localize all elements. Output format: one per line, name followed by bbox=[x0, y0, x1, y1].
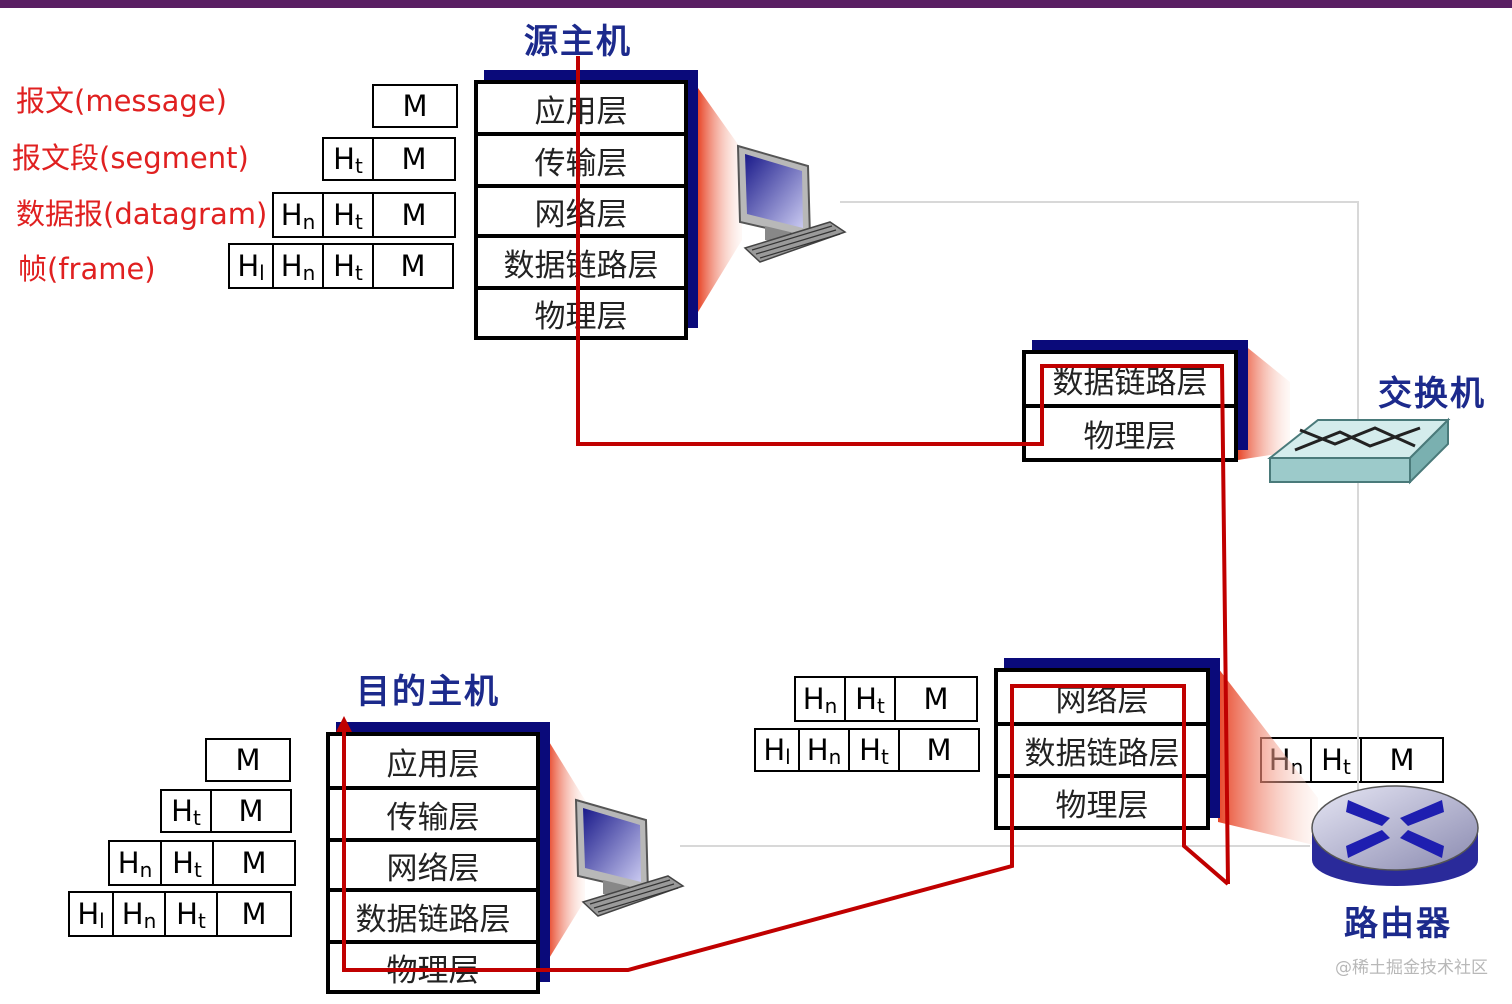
source-host-title: 源主机 bbox=[524, 22, 632, 62]
header-letter: H bbox=[77, 897, 100, 931]
message-cell: M bbox=[1389, 743, 1415, 777]
dest-message-box: M bbox=[205, 738, 291, 782]
dest-protocol-stack: 应用层 传输层 网络层 数据链路层 物理层 bbox=[326, 722, 550, 994]
switch-icon bbox=[1267, 417, 1451, 485]
header-subscript-t: t bbox=[354, 261, 363, 285]
header-subscript-n: n bbox=[302, 210, 316, 234]
header-letter: H bbox=[333, 142, 355, 176]
message-cell: M bbox=[401, 198, 427, 232]
watermark: @稀土掘金技术社区 bbox=[1335, 958, 1488, 978]
router-layer-physical: 物理层 bbox=[1055, 787, 1149, 824]
router-layer-network: 网络层 bbox=[998, 672, 1206, 726]
header-subscript-t: t bbox=[354, 210, 363, 234]
dest-layer-network: 网络层 bbox=[330, 842, 536, 892]
router-icon bbox=[1311, 785, 1479, 886]
router-protocol-stack: 网络层 数据链路层 物理层 bbox=[994, 658, 1220, 830]
header-subscript-t: t bbox=[354, 154, 363, 178]
source-computer-icon bbox=[736, 144, 847, 263]
header-letter: H bbox=[333, 249, 355, 283]
pdu-label-segment: 报文段(segment) bbox=[12, 141, 249, 175]
switch-protocol-stack: 数据链路层 物理层 bbox=[1022, 340, 1248, 462]
source-layer-physical: 物理层 bbox=[534, 298, 628, 335]
header-letter: H bbox=[333, 198, 355, 232]
message-cell: M bbox=[401, 142, 427, 176]
header-subscript-t: t bbox=[197, 909, 206, 933]
header-subscript-l: l bbox=[99, 909, 105, 933]
header-subscript-n: n bbox=[139, 858, 153, 882]
message-cell: M bbox=[235, 743, 261, 777]
switch-layer-physical: 物理层 bbox=[1083, 418, 1177, 455]
source-protocol-stack: 应用层 传输层 网络层 数据链路层 物理层 bbox=[474, 70, 698, 340]
pdu-message-box: M bbox=[372, 84, 458, 128]
header-subscript-l: l bbox=[259, 261, 265, 285]
source-layer-network: 网络层 bbox=[478, 188, 684, 238]
message-cell: M bbox=[238, 794, 264, 828]
router-title: 路由器 bbox=[1344, 904, 1452, 944]
source-layer-transport: 传输层 bbox=[478, 136, 684, 188]
header-subscript-t: t bbox=[192, 806, 201, 830]
source-layer-datalink: 数据链路层 bbox=[478, 238, 684, 290]
source-beam bbox=[698, 88, 742, 312]
message-cell: M bbox=[402, 89, 428, 123]
message-cell: M bbox=[241, 846, 267, 880]
header-letter: H bbox=[171, 794, 193, 828]
header-letter: H bbox=[176, 897, 198, 931]
header-subscript-n: n bbox=[143, 909, 157, 933]
header-subscript-t: t bbox=[193, 858, 202, 882]
source-layer-application: 应用层 bbox=[478, 84, 684, 136]
message-cell: M bbox=[400, 249, 426, 283]
pdu-label-frame: 帧(frame) bbox=[18, 252, 156, 286]
header-letter: H bbox=[280, 198, 303, 232]
switch-beam bbox=[1238, 340, 1290, 460]
pdu-label-message: 报文(message) bbox=[16, 84, 227, 118]
pdu-label-datagram: 数据报(datagram) bbox=[16, 197, 268, 231]
dest-layer-datalink: 数据链路层 bbox=[330, 892, 536, 944]
router-beam bbox=[1218, 668, 1318, 846]
dest-layer-application: 应用层 bbox=[330, 736, 536, 790]
dest-layer-physical: 物理层 bbox=[386, 952, 480, 989]
header-letter: H bbox=[172, 846, 194, 880]
message-cell: M bbox=[241, 897, 267, 931]
dest-host-title: 目的主机 bbox=[356, 672, 500, 712]
header-letter: H bbox=[280, 249, 303, 283]
switch-title: 交换机 bbox=[1378, 374, 1486, 414]
router-layer-datalink: 数据链路层 bbox=[998, 726, 1206, 778]
switch-layer-datalink: 数据链路层 bbox=[1026, 354, 1234, 408]
header-letter: H bbox=[237, 249, 260, 283]
dest-computer-icon bbox=[574, 798, 685, 917]
header-subscript-n: n bbox=[302, 261, 316, 285]
dest-layer-transport: 传输层 bbox=[330, 790, 536, 842]
header-letter: H bbox=[1321, 743, 1343, 777]
top-accent-bar bbox=[0, 0, 1512, 8]
header-subscript-t: t bbox=[1342, 755, 1351, 779]
header-letter: H bbox=[117, 846, 140, 880]
header-letter: H bbox=[121, 897, 144, 931]
